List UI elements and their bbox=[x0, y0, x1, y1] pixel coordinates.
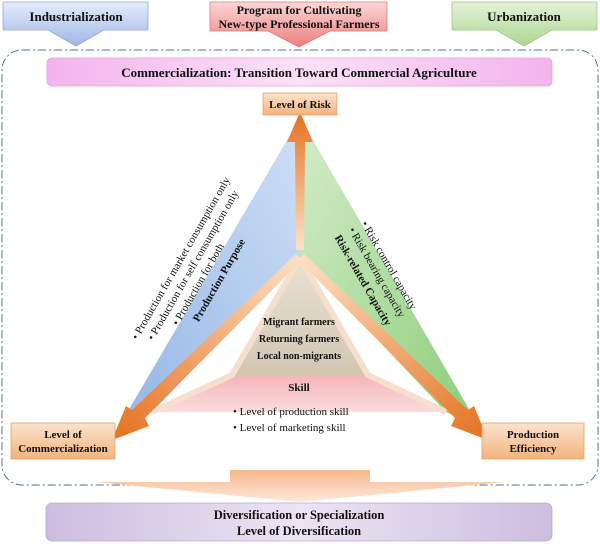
efficiency-label-line2: Efficiency bbox=[509, 443, 557, 455]
diversification-line1: Diversification or Specialization bbox=[214, 508, 385, 522]
urbanization-arrow: Urbanization bbox=[451, 1, 598, 47]
arrow-up-risk bbox=[287, 112, 313, 250]
skill-panel bbox=[152, 375, 446, 412]
level-of-commercialization-box: Level of Commercialization bbox=[10, 422, 116, 460]
production-efficiency-box: Production Efficiency bbox=[481, 422, 585, 460]
industrialization-arrow: Industrialization bbox=[2, 1, 149, 47]
urbanization-label: Urbanization bbox=[487, 9, 561, 24]
center-item-returning: Returning farmers bbox=[259, 334, 339, 345]
risk-capacity-panel bbox=[300, 118, 480, 428]
big-down-arrow bbox=[95, 470, 505, 502]
diversification-box: Diversification or Specialization Level … bbox=[45, 502, 553, 542]
commercialization-label-line1: Level of bbox=[44, 429, 82, 441]
farmer-types-center bbox=[232, 258, 368, 375]
commercialization-label-line2: Commercialization bbox=[18, 443, 108, 455]
efficiency-label-line1: Production bbox=[507, 429, 559, 441]
diversification-line2: Level of Diversification bbox=[237, 524, 361, 538]
commercialization-banner: Commercialization: Transition Toward Com… bbox=[46, 57, 553, 87]
program-arrow: Program for Cultivating New-type Profess… bbox=[209, 1, 388, 48]
center-item-migrant: Migrant farmers bbox=[263, 317, 335, 328]
skill-item-production: • Level of production skill bbox=[233, 406, 349, 418]
center-item-local: Local non-migrants bbox=[257, 351, 341, 362]
program-label-line2: New-type Professional Farmers bbox=[218, 17, 379, 31]
level-of-risk-box: Level of Risk bbox=[262, 92, 338, 116]
level-of-risk-label: Level of Risk bbox=[269, 99, 332, 111]
banner-text: Commercialization: Transition Toward Com… bbox=[121, 65, 477, 80]
skill-item-marketing: • Level of marketing skill bbox=[233, 422, 346, 434]
arrow-to-commercialization bbox=[112, 254, 302, 440]
production-purpose-panel bbox=[118, 118, 300, 428]
program-label-line1: Program for Cultivating bbox=[237, 3, 362, 17]
industrialization-label: Industrialization bbox=[29, 9, 123, 24]
skill-title: Skill bbox=[288, 382, 309, 394]
arrow-to-production-efficiency bbox=[298, 254, 488, 440]
